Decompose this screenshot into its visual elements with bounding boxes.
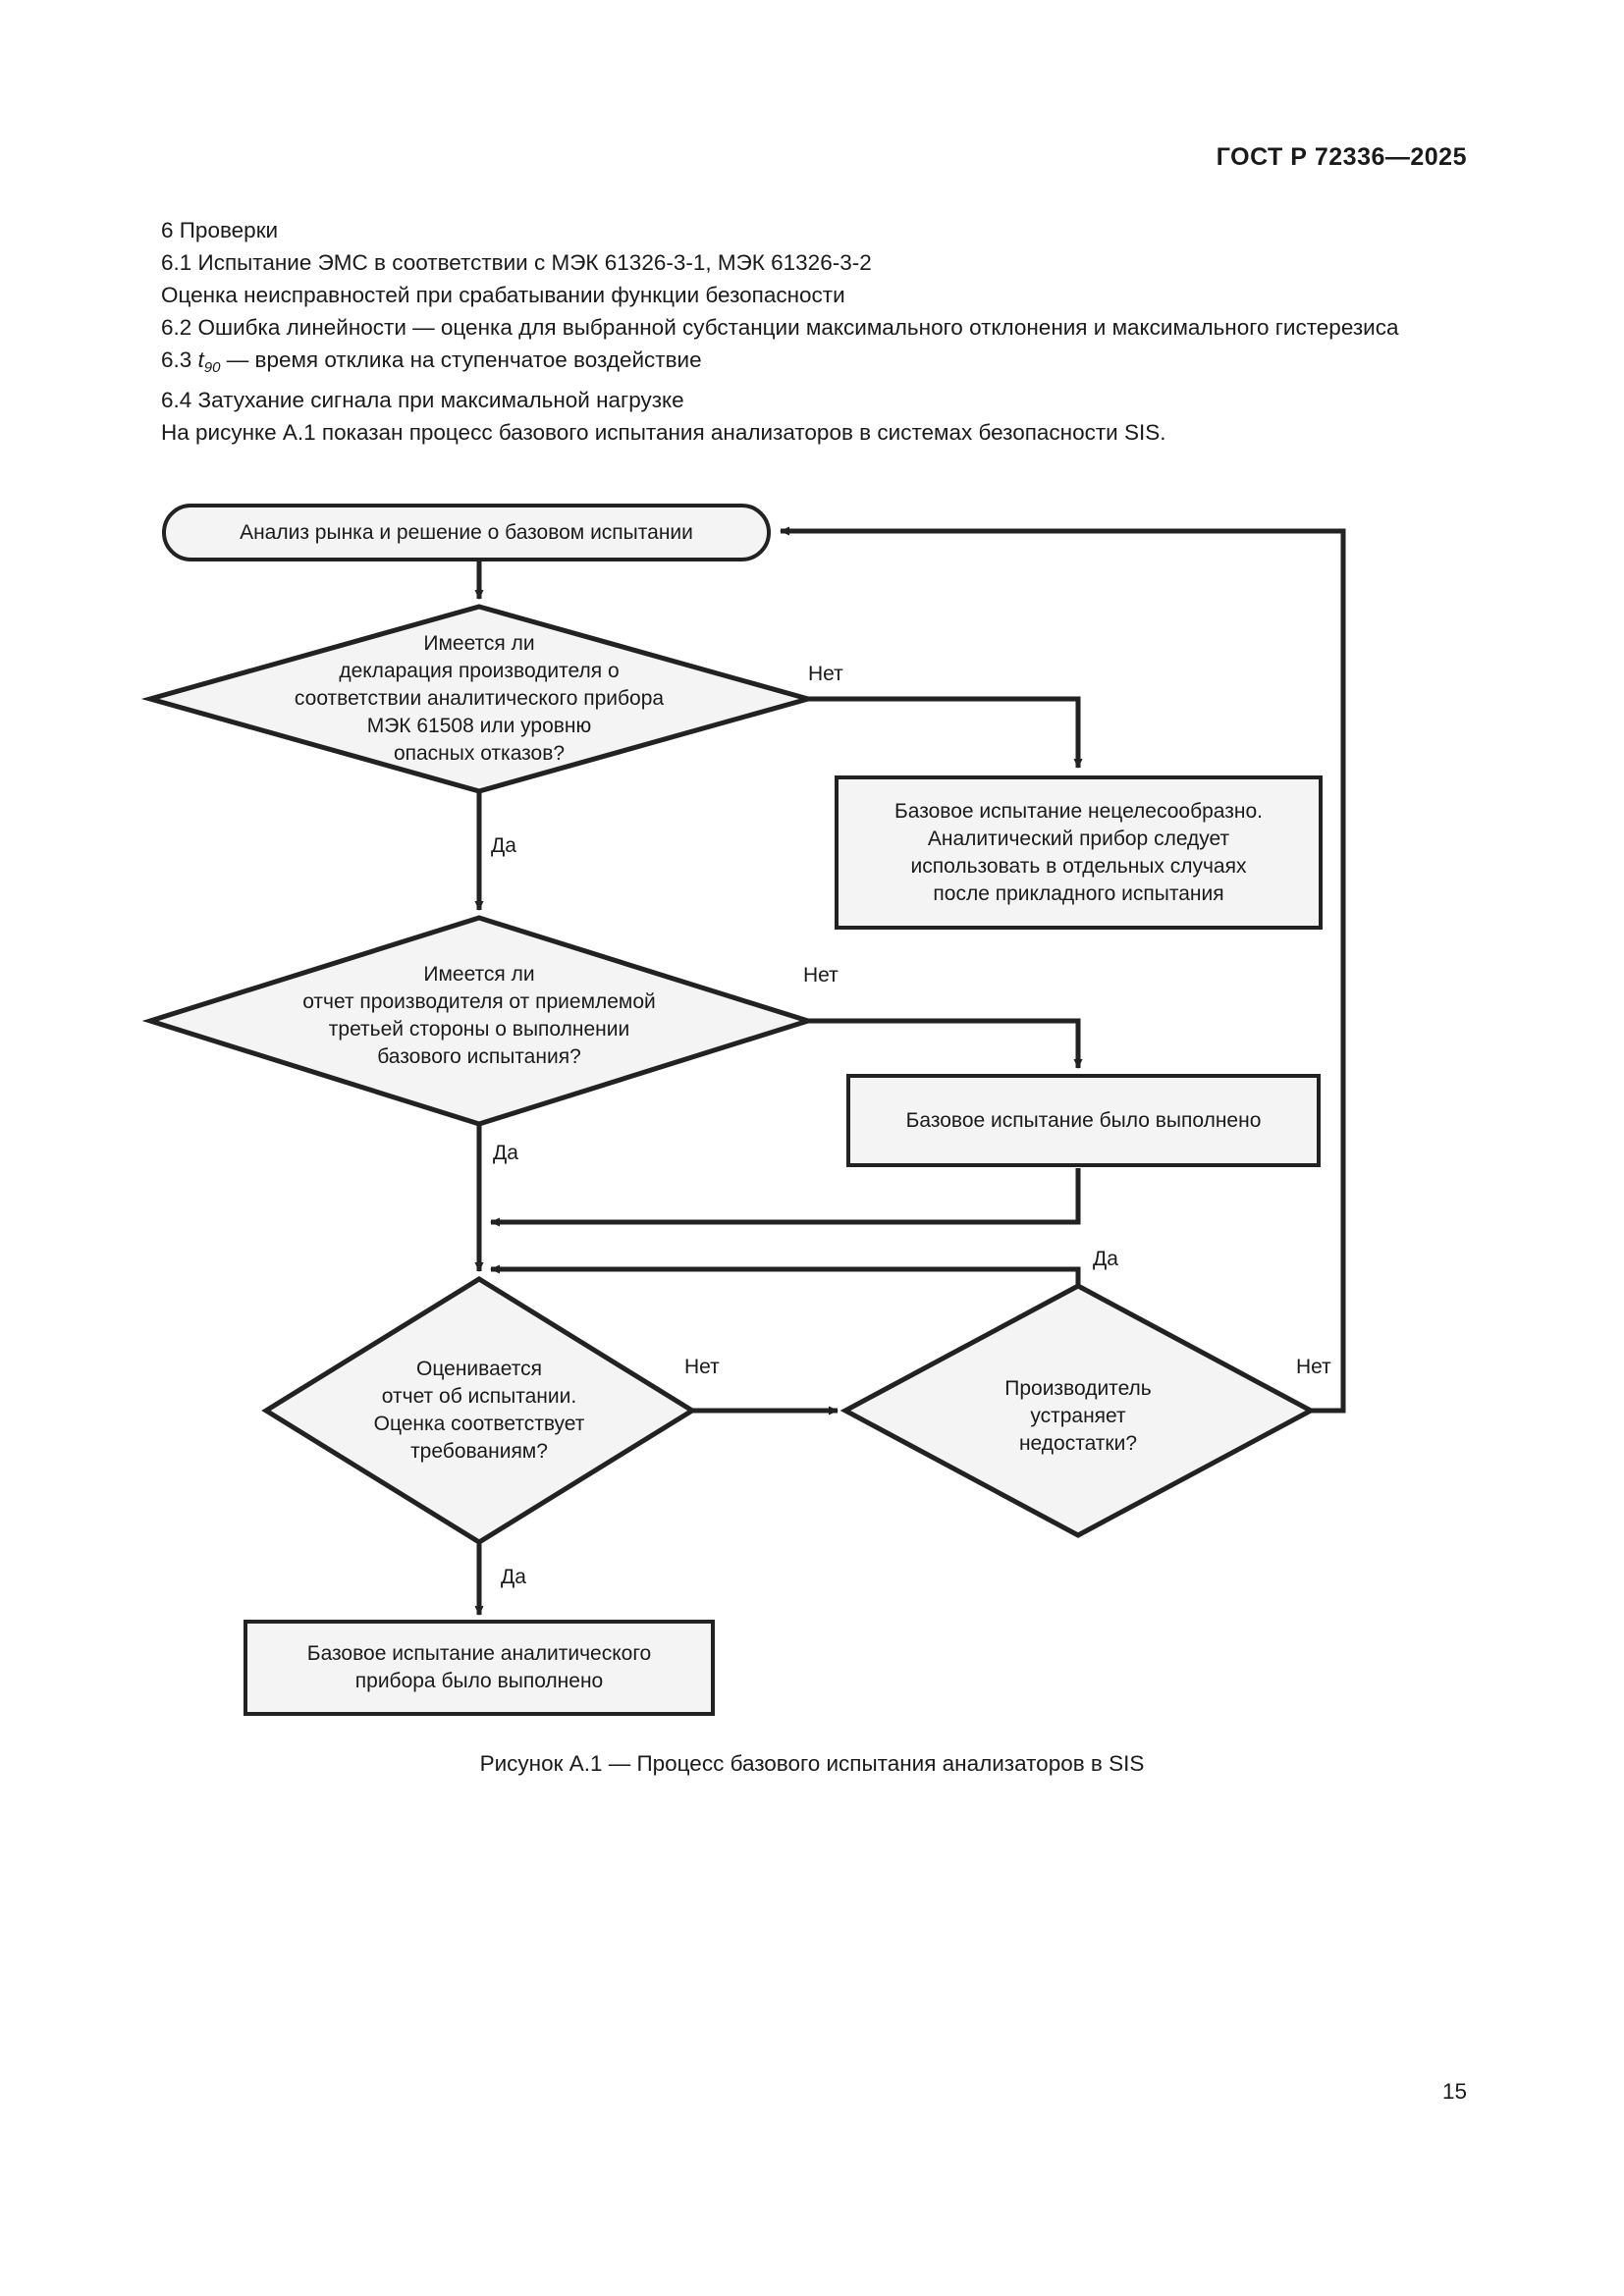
- flow-node-start[interactable]: Анализ рынка и решение о базовом испытан…: [162, 504, 771, 561]
- flow-node-not-feasible[interactable]: Базовое испытание нецелесообразно.Аналит…: [835, 775, 1323, 930]
- page-number: 15: [1441, 2079, 1467, 2104]
- edge-decision4-no-feedback: [780, 526, 1346, 1414]
- decision-3-shape: [261, 1276, 697, 1545]
- edge-decision4-yes-merge: [490, 1264, 1081, 1286]
- edge-label-decision2-yes: Да: [493, 1142, 518, 1164]
- edge-decision1-no: [808, 696, 1083, 769]
- edge-label-decision3-yes: Да: [501, 1566, 526, 1588]
- clause-6-3-prefix: 6.3: [161, 347, 198, 372]
- edge-label-decision2-no: Нет: [803, 964, 839, 987]
- flow-node-test-done-label: Базовое испытание было выполнено: [905, 1108, 1262, 1132]
- edge-label-decision1-no: Нет: [808, 663, 843, 685]
- t90-symbol: t: [197, 347, 204, 372]
- decision-4-shape: [839, 1283, 1317, 1538]
- edge-testdone-merge: [490, 1168, 1081, 1227]
- standard-reference-header: ГОСТ Р 72336—2025: [1216, 143, 1467, 171]
- clause-6: 6 Проверки: [161, 218, 279, 242]
- body-text-block: 6 Проверки 6.1 Испытание ЭМС в соответст…: [114, 214, 1469, 449]
- edge-label-decision4-yes: Да: [1093, 1248, 1118, 1270]
- t90-subscript: 90: [203, 359, 221, 376]
- flow-node-start-label: Анализ рынка и решение о базовом испытан…: [240, 520, 693, 544]
- clause-6-4: 6.4 Затухание сигнала при максимальной н…: [161, 388, 684, 412]
- clause-6-1: 6.1 Испытание ЭМС в соответствии с МЭК 6…: [161, 250, 872, 275]
- flow-node-not-feasible-label: Базовое испытание нецелесообразно.Аналит…: [894, 799, 1263, 905]
- edge-decision2-no: [808, 1018, 1083, 1069]
- edge-label-decision1-yes: Да: [491, 834, 516, 857]
- decision-1-shape: [140, 604, 818, 794]
- figure-intro-sentence: На рисунке А.1 показан процесс базового …: [161, 420, 1166, 445]
- flow-node-test-done[interactable]: Базовое испытание было выполнено: [846, 1074, 1321, 1167]
- clause-6-3-suffix: — время отклика на ступенчатое воздейств…: [220, 347, 702, 372]
- clause-6-1-note: Оценка неисправностей при срабатывании ф…: [161, 283, 845, 307]
- clause-6-3: 6.3 t90 — время отклика на ступенчатое в…: [114, 344, 1469, 384]
- decision-2-shape: [141, 915, 817, 1127]
- figure-caption: Рисунок А.1 — Процесс базового испытания…: [479, 1751, 1145, 1776]
- clause-6-2: 6.2 Ошибка линейности — оценка для выбра…: [161, 315, 1399, 340]
- edge-label-decision4-no: Нет: [1296, 1356, 1331, 1378]
- edge-label-decision3-no: Нет: [684, 1356, 720, 1378]
